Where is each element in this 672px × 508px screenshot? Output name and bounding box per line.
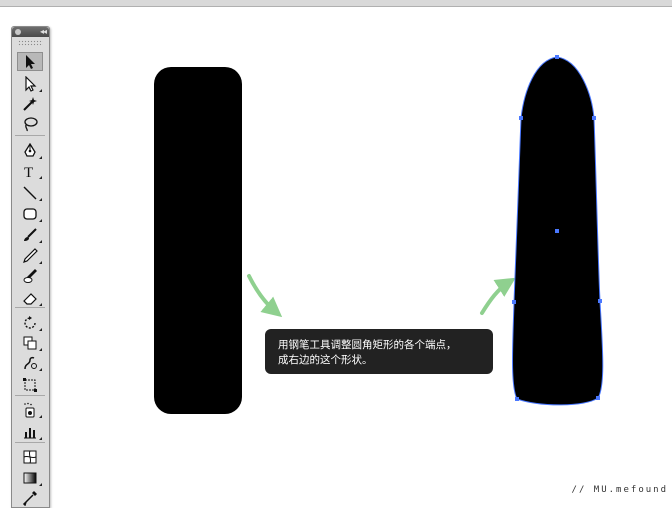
flyout-indicator-icon (39, 368, 42, 371)
flyout-indicator-icon (39, 240, 42, 243)
blob-brush-tool-icon (23, 268, 37, 283)
line-segment-tool-icon (23, 186, 37, 199)
eyedropper-tool-icon (22, 490, 37, 506)
pencil-tool-button[interactable] (17, 246, 43, 265)
warp-tool-button[interactable] (17, 353, 43, 372)
anchor-point[interactable] (512, 300, 516, 304)
arrow-left-icon (247, 274, 283, 318)
type-tool-button[interactable]: T (17, 161, 43, 180)
panel-grip[interactable] (18, 40, 43, 46)
anchor-point[interactable] (515, 397, 519, 401)
lasso-tool-icon (24, 116, 38, 131)
rotate-tool-button[interactable] (17, 313, 43, 332)
tools-panel-header[interactable]: ◂◂ (12, 27, 49, 37)
flyout-indicator-icon (39, 483, 42, 486)
rotate-tool-icon (24, 315, 36, 329)
panel-collapse-icon[interactable]: ◂◂ (39, 27, 47, 36)
pen-tool-button[interactable] (17, 141, 43, 160)
column-graph-tool-button[interactable] (17, 422, 43, 441)
rounded-rectangle-tool-button[interactable] (17, 204, 43, 223)
panel-close-icon[interactable] (15, 29, 21, 35)
line-segment-tool-button[interactable] (17, 183, 43, 202)
symbol-sprayer-tool-button[interactable] (17, 400, 43, 419)
anchor-point[interactable] (519, 116, 523, 120)
rounded-rectangle-tool-icon (23, 207, 37, 220)
flyout-indicator-icon (39, 415, 42, 418)
flyout-indicator-icon (39, 261, 42, 264)
free-transform-tool-icon (23, 377, 37, 392)
tool-group-divider (15, 395, 45, 396)
warp-tool-icon (24, 356, 37, 369)
blob-brush-tool-button[interactable] (17, 266, 43, 285)
mesh-tool-button[interactable] (17, 447, 43, 466)
anchor-point[interactable] (592, 116, 596, 120)
tool-group-divider (15, 442, 45, 443)
pen-tool-icon (24, 142, 36, 157)
paintbrush-tool-button[interactable] (17, 225, 43, 244)
tooltip-line-2: 成右边的这个形状。 (278, 354, 373, 366)
flyout-indicator-icon (39, 328, 42, 331)
flyout-indicator-icon (39, 176, 42, 179)
column-graph-tool-icon (24, 427, 36, 438)
symbol-sprayer-tool-icon (24, 402, 35, 417)
center-point[interactable] (555, 229, 559, 233)
tool-group-divider (15, 307, 45, 308)
gradient-tool-button[interactable] (17, 468, 43, 487)
flyout-indicator-icon (39, 198, 42, 201)
gradient-tool-icon (23, 472, 37, 483)
anchor-point[interactable] (598, 299, 602, 303)
anchor-points[interactable] (512, 55, 602, 401)
magic-wand-tool-icon (23, 96, 37, 111)
pencil-tool-icon (23, 247, 38, 263)
flyout-indicator-icon (39, 156, 42, 159)
selection-tool-button[interactable] (17, 52, 43, 71)
rounded-rectangle-shape[interactable] (154, 67, 242, 414)
selection-tool-icon (26, 54, 35, 69)
anchor-point[interactable] (596, 396, 600, 400)
flyout-indicator-icon (39, 437, 42, 440)
scale-tool-icon (23, 336, 37, 349)
flyout-indicator-icon (39, 348, 42, 351)
svg-text:T: T (24, 165, 33, 179)
watermark: // MU.mefound (571, 485, 668, 495)
type-tool-icon: T (24, 165, 33, 179)
eyedropper-tool-button[interactable] (17, 488, 43, 507)
instruction-tooltip: 用钢笔工具调整圆角矩形的各个端点， 成右边的这个形状。 (265, 329, 493, 374)
direct-selection-tool-icon (25, 75, 37, 92)
tool-group-divider (15, 135, 45, 136)
eraser-tool-icon (23, 292, 37, 305)
free-transform-tool-button[interactable] (17, 375, 43, 394)
magic-wand-tool-button[interactable] (17, 94, 43, 113)
anchor-point[interactable] (555, 55, 559, 59)
top-application-bar (0, 0, 672, 7)
eraser-tool-button[interactable] (17, 288, 43, 307)
lasso-tool-button[interactable] (17, 114, 43, 133)
direct-selection-tool-button[interactable] (17, 74, 43, 93)
edited-bullet-shape[interactable] (512, 56, 604, 406)
arrow-right-icon (480, 277, 516, 315)
scale-tool-button[interactable] (17, 333, 43, 352)
tools-panel[interactable]: ◂◂ T (11, 26, 50, 508)
mesh-tool-icon (23, 450, 37, 463)
flyout-indicator-icon (39, 89, 42, 92)
tooltip-line-1: 用钢笔工具调整圆角矩形的各个端点， (278, 339, 457, 351)
flyout-indicator-icon (39, 303, 42, 306)
flyout-indicator-icon (39, 219, 42, 222)
paintbrush-tool-icon (24, 227, 37, 241)
